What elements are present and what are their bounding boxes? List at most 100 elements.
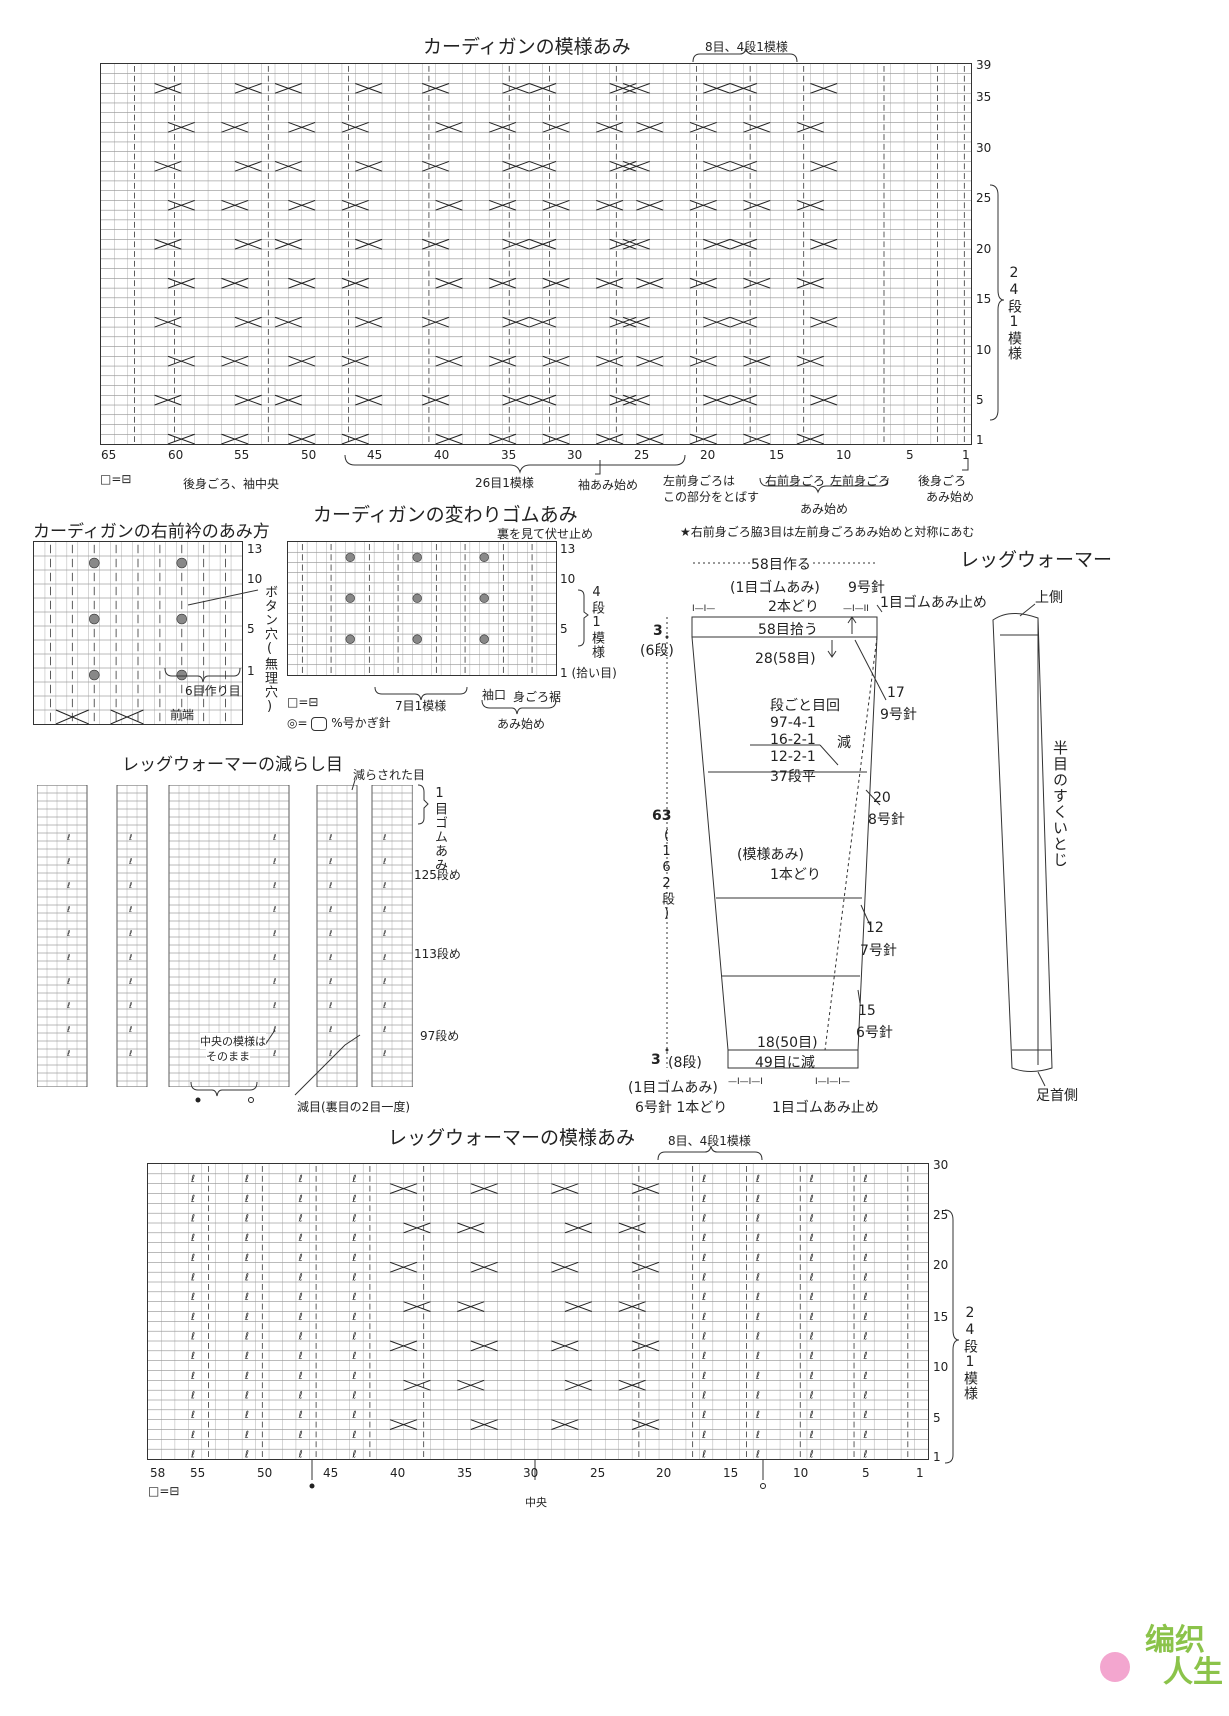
- row-number: 5: [976, 393, 984, 407]
- svg-text:ℓ: ℓ: [756, 1194, 760, 1205]
- svg-text:ℓ: ℓ: [66, 1025, 70, 1034]
- width-20: 20: [873, 790, 891, 806]
- svg-text:ℓ: ℓ: [863, 1233, 867, 1244]
- top-needle: 9号針: [848, 580, 885, 596]
- svg-text:ℓ: ℓ: [863, 1351, 867, 1362]
- col-number: 50: [301, 448, 317, 462]
- svg-text:ℓ: ℓ: [863, 1391, 867, 1402]
- row-number: 10: [560, 572, 576, 586]
- back-center-note: 後身ごろ、袖中央: [183, 477, 280, 491]
- col-number: 40: [390, 1466, 406, 1480]
- svg-text:ℓ: ℓ: [810, 1332, 814, 1343]
- col-number: 65: [101, 448, 117, 462]
- svg-text:ℓ: ℓ: [191, 1391, 195, 1402]
- svg-text:ℓ: ℓ: [245, 1351, 249, 1362]
- svg-text:ℓ: ℓ: [863, 1410, 867, 1421]
- svg-text:ℓ: ℓ: [702, 1273, 706, 1284]
- row-number: 1 (拾い目): [560, 666, 617, 680]
- svg-text:ℓ: ℓ: [863, 1371, 867, 1382]
- row-number: 25: [976, 191, 992, 205]
- legwarmer-pattern-title: レッグウォーマーの模様あみ: [388, 1127, 636, 1149]
- svg-text:ℓ: ℓ: [702, 1194, 706, 1205]
- legwarmer-row-repeat: 24段1模様: [962, 1305, 978, 1401]
- svg-text:ℓ: ℓ: [702, 1371, 706, 1382]
- svg-text:ℓ: ℓ: [352, 1351, 356, 1362]
- col-number: 50: [257, 1466, 273, 1480]
- row-number: 1: [247, 664, 255, 678]
- crochet-symbol-label: ◎=: [287, 716, 308, 730]
- svg-text:ℓ: ℓ: [810, 1174, 814, 1185]
- svg-text:ℓ: ℓ: [272, 857, 276, 866]
- svg-text:ℓ: ℓ: [328, 905, 332, 914]
- col-number: 35: [457, 1466, 473, 1480]
- svg-text:ℓ: ℓ: [352, 1410, 356, 1421]
- svg-text:ℓ: ℓ: [328, 977, 332, 986]
- watermark-line-2: 人生: [1163, 1655, 1223, 1690]
- svg-text:ℓ: ℓ: [66, 929, 70, 938]
- row-113-label: 113段め: [414, 947, 461, 961]
- svg-text:ℓ: ℓ: [863, 1450, 867, 1459]
- rib-marks-bottom-left: —I—I—I: [728, 1077, 763, 1087]
- col-number: 40: [434, 448, 450, 462]
- row-number: 35: [976, 90, 992, 104]
- dec-row-2: 16-2-1: [770, 732, 816, 748]
- col-number: 15: [769, 448, 785, 462]
- bottom-count: 18(50目): [757, 1035, 818, 1051]
- rib-repeat-7: 7目1模様: [395, 699, 447, 713]
- svg-text:ℓ: ℓ: [702, 1233, 706, 1244]
- svg-text:ℓ: ℓ: [328, 953, 332, 962]
- svg-text:ℓ: ℓ: [382, 953, 386, 962]
- svg-text:ℓ: ℓ: [272, 1001, 276, 1010]
- cast-on-58: 58目作る: [751, 554, 811, 574]
- bottom-height: 3: [651, 1052, 661, 1068]
- cardigan-pattern-grid: [100, 63, 972, 445]
- rib-cuff: 袖口: [482, 688, 507, 702]
- svg-text:ℓ: ℓ: [299, 1391, 303, 1402]
- cardigan-pattern-title: カーディガンの模様あみ: [423, 36, 631, 58]
- svg-text:ℓ: ℓ: [191, 1332, 195, 1343]
- svg-text:ℓ: ℓ: [382, 881, 386, 890]
- col-number: 60: [168, 448, 184, 462]
- col-number: 25: [590, 1466, 606, 1480]
- needle-6: 6号針: [856, 1025, 893, 1041]
- rib-row-repeat: 4段1模様: [589, 585, 604, 659]
- svg-text:ℓ: ℓ: [702, 1214, 706, 1225]
- svg-text:ℓ: ℓ: [299, 1292, 303, 1303]
- top-height: 3: [653, 623, 663, 639]
- svg-text:ℓ: ℓ: [702, 1292, 706, 1303]
- cardigan-repeat-label: 8目、4段1模様: [705, 40, 788, 54]
- svg-text:ℓ: ℓ: [128, 833, 132, 842]
- svg-text:ℓ: ℓ: [66, 1001, 70, 1010]
- svg-text:ℓ: ℓ: [299, 1214, 303, 1225]
- svg-text:ℓ: ℓ: [191, 1312, 195, 1323]
- body-height: 63: [652, 808, 672, 824]
- svg-text:ℓ: ℓ: [299, 1174, 303, 1185]
- svg-text:ℓ: ℓ: [756, 1214, 760, 1225]
- row-number: 20: [933, 1258, 949, 1272]
- col-number: 10: [836, 448, 852, 462]
- row-number: 20: [976, 242, 992, 256]
- row-number: 10: [247, 572, 263, 586]
- center-note-1: 中央の模様は: [200, 1033, 266, 1049]
- svg-text:ℓ: ℓ: [352, 1174, 356, 1185]
- svg-text:ℓ: ℓ: [863, 1332, 867, 1343]
- svg-text:ℓ: ℓ: [272, 833, 276, 842]
- back-start-note-1: 後身ごろ: [918, 474, 967, 488]
- dec-row-4: 37段平: [770, 769, 816, 785]
- sleeve-start-note: 袖あみ始め: [578, 478, 639, 492]
- svg-text:ℓ: ℓ: [272, 1049, 276, 1058]
- side-bottom-label: 足首側: [1036, 1088, 1078, 1104]
- svg-text:ℓ: ℓ: [352, 1273, 356, 1284]
- svg-text:ℓ: ℓ: [245, 1371, 249, 1382]
- svg-text:ℓ: ℓ: [863, 1312, 867, 1323]
- bottom-bindoff: 1目ゴムあみ止め: [772, 1100, 879, 1116]
- watermark-logo: 编织 人生: [1145, 1625, 1223, 1689]
- svg-text:ℓ: ℓ: [299, 1430, 303, 1441]
- row-number: 10: [976, 343, 992, 357]
- svg-text:ℓ: ℓ: [810, 1292, 814, 1303]
- col-number: 55: [234, 448, 250, 462]
- width-17: 17: [887, 685, 905, 701]
- svg-text:ℓ: ℓ: [191, 1273, 195, 1284]
- svg-text:ℓ: ℓ: [352, 1214, 356, 1225]
- svg-text:ℓ: ℓ: [810, 1253, 814, 1264]
